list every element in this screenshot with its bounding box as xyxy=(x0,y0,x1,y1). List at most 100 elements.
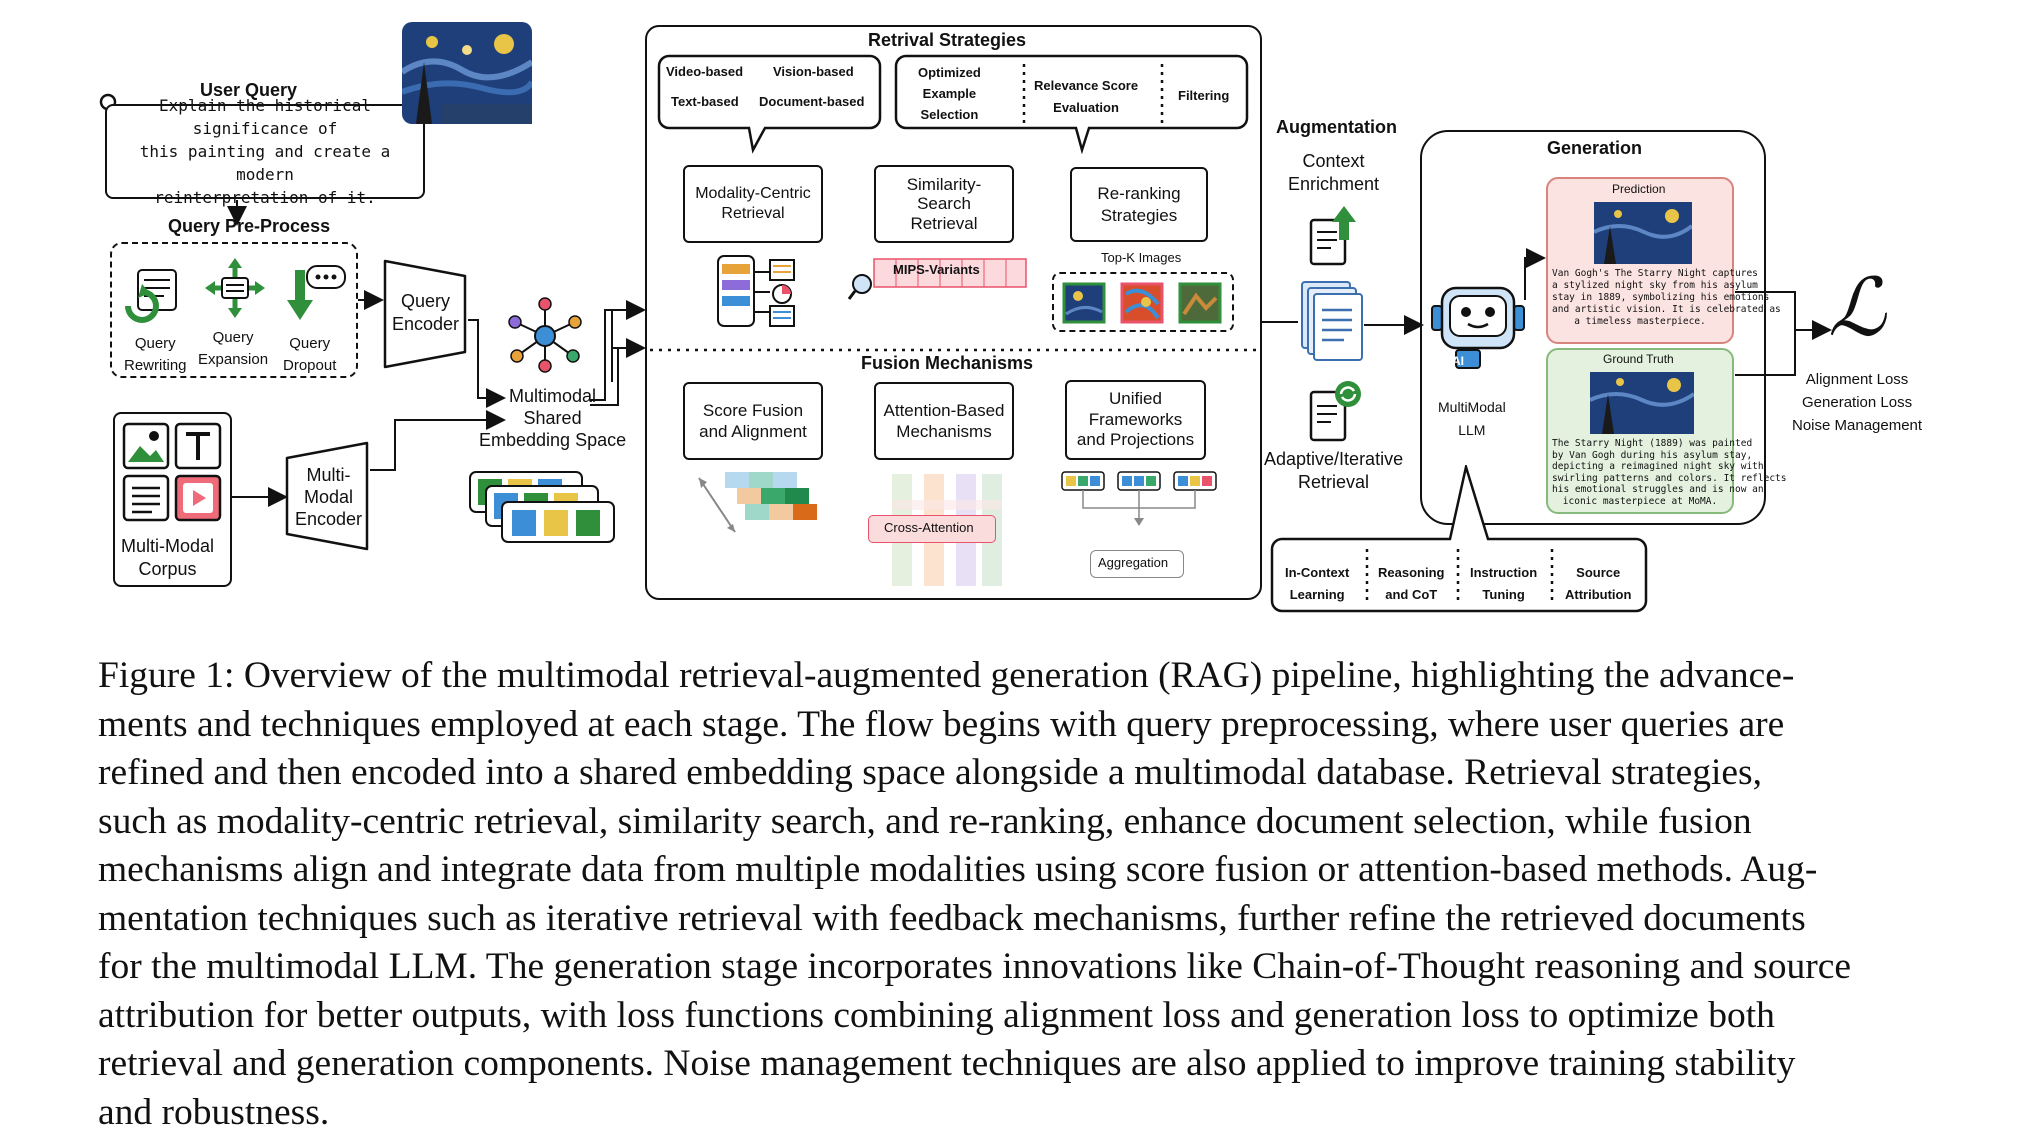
expansion-line-1: Query xyxy=(198,327,268,349)
caption-line-4: such as modality-centric retrieval, simi… xyxy=(98,798,1938,847)
prediction-painting xyxy=(1594,202,1692,264)
selection-relevance: Relevance Score Evaluation xyxy=(1034,75,1138,119)
network-icon xyxy=(503,296,587,374)
context-line-1: Context xyxy=(1288,150,1379,173)
prediction-line-2: a stylized night sky from his asylum xyxy=(1552,280,1728,292)
prediction-line-3: stay in 1889, symbolizing his emotions xyxy=(1552,292,1728,304)
unified-line-1: Unified xyxy=(1109,389,1162,409)
reranking-line-2: Strategies xyxy=(1101,205,1178,226)
caption-line-10: and robustness. xyxy=(98,1089,1938,1137)
documents-icon xyxy=(1300,280,1366,364)
fusion-title: Fusion Mechanisms xyxy=(861,353,1033,375)
score-fusion-graphic xyxy=(695,470,840,540)
source-line-2: Attribution xyxy=(1565,584,1631,606)
context-line-2: Enrichment xyxy=(1288,173,1379,196)
technique-source: Source Attribution xyxy=(1565,562,1631,606)
cross-attention-label: Cross-Attention xyxy=(884,520,974,536)
prediction-line-5: a timeless masterpiece. xyxy=(1552,316,1728,328)
modality-vision: Vision-based xyxy=(773,64,854,80)
rag-pipeline-diagram: User Query Explain the historical signif… xyxy=(0,0,2037,620)
instruction-line-2: Tuning xyxy=(1470,584,1537,606)
preprocess-title: Query Pre-Process xyxy=(168,216,330,238)
caption-line-5: mechanisms align and integrate data from… xyxy=(98,846,1938,895)
topk-label: Top-K Images xyxy=(1101,250,1181,266)
mm-encoder-line-1: Multi- xyxy=(295,464,362,486)
llm-line-1: MultiModal xyxy=(1438,396,1506,419)
embedding-line-3: Embedding Space xyxy=(479,429,626,451)
modality-centric-line-1: Modality-Centric xyxy=(695,184,811,204)
aggregation-graphic xyxy=(1060,470,1220,560)
user-query-line-2: this painting and create a modern xyxy=(107,140,423,186)
mm-encoder-label: Multi- Modal Encoder xyxy=(295,464,362,530)
dropout-line-1: Query xyxy=(283,333,336,355)
prediction-line-1: Van Gogh's The Starry Night captures xyxy=(1552,268,1728,280)
optimized-line-2: Example xyxy=(918,83,981,104)
embedding-line-2: Shared xyxy=(479,407,626,429)
dropout-line-2: Dropout xyxy=(283,355,336,377)
embedding-stack-icon xyxy=(468,470,620,548)
score-fusion-line-1: Score Fusion xyxy=(703,400,803,421)
similarity-line-2: Search xyxy=(917,194,971,214)
relevance-line-2: Evaluation xyxy=(1034,97,1138,119)
selection-filtering: Filtering xyxy=(1178,88,1229,104)
modality-centric-line-2: Retrieval xyxy=(721,204,784,224)
mips-label: MIPS-Variants xyxy=(893,262,980,278)
preprocess-item-expansion: Query Expansion xyxy=(198,327,268,371)
modality-routing-icon xyxy=(712,252,798,330)
context-enrichment-label: Context Enrichment xyxy=(1288,150,1379,196)
technique-in-context: In-Context Learning xyxy=(1285,562,1349,606)
aggregation-label: Aggregation xyxy=(1098,555,1168,571)
generation-loss-label: Generation Loss xyxy=(1792,391,1922,414)
attention-line-2: Mechanisms xyxy=(896,421,991,442)
query-encoder-label: Query Encoder xyxy=(392,290,459,336)
caption-line-1: Figure 1: Overview of the multimodal ret… xyxy=(98,652,1938,701)
retrieval-title: Retrival Strategies xyxy=(868,30,1026,52)
modality-document: Document-based xyxy=(759,94,864,110)
user-query-line-1: Explain the historical significance of xyxy=(107,94,423,140)
embedding-line-1: Multimodal xyxy=(479,385,626,407)
technique-instruction: Instruction Tuning xyxy=(1470,562,1537,606)
similarity-line-1: Similarity- xyxy=(907,175,982,195)
reasoning-line-2: and CoT xyxy=(1378,584,1444,606)
noise-management-label: Noise Management xyxy=(1792,414,1922,437)
technique-reasoning: Reasoning and CoT xyxy=(1378,562,1444,606)
augmentation-title: Augmentation xyxy=(1276,117,1397,139)
loss-labels: Alignment Loss Generation Loss Noise Man… xyxy=(1792,368,1922,437)
user-query-line-3: reinterpretation of it. xyxy=(154,186,376,209)
prediction-title: Prediction xyxy=(1612,182,1665,196)
score-fusion-line-2: and Alignment xyxy=(699,421,807,442)
query-encoder-line-1: Query xyxy=(392,290,459,313)
modality-centric-box: Modality-Centric Retrieval xyxy=(683,165,823,243)
source-line-1: Source xyxy=(1565,562,1631,584)
caption-line-6: mentation techniques such as iterative r… xyxy=(98,895,1938,944)
similarity-line-3: Retrieval xyxy=(910,214,977,234)
corpus-icons xyxy=(120,420,225,524)
caption-line-2: ments and techniques employed at each st… xyxy=(98,701,1938,750)
score-fusion-box: Score Fusion and Alignment xyxy=(683,382,823,460)
instruction-line-1: Instruction xyxy=(1470,562,1537,584)
modality-text: Text-based xyxy=(671,94,739,110)
reranking-box: Re-ranking Strategies xyxy=(1070,167,1208,242)
unified-line-2: Frameworks xyxy=(1089,410,1183,430)
mm-encoder-line-3: Encoder xyxy=(295,508,362,530)
multimodal-llm-label: MultiModal LLM xyxy=(1438,396,1506,442)
prediction-line-4: and artistic vision. It is celebrated as xyxy=(1552,304,1728,316)
starry-night-painting xyxy=(402,22,532,124)
dropout-icon xyxy=(287,262,357,324)
selection-optimized: Optimized Example Selection xyxy=(918,62,981,125)
modality-video: Video-based xyxy=(666,64,743,80)
caption-line-3: refined and then encoded into a shared e… xyxy=(98,749,1938,798)
caption-line-7: for the multimodal LLM. The generation s… xyxy=(98,943,1938,992)
rewriting-line-2: Rewriting xyxy=(124,355,187,377)
robot-ai-badge: AI xyxy=(1452,354,1464,368)
unified-line-3: and Projections xyxy=(1077,430,1194,450)
user-query-box: Explain the historical significance of t… xyxy=(105,104,425,199)
unified-box: Unified Frameworks and Projections xyxy=(1065,380,1206,460)
in-context-line-1: In-Context xyxy=(1285,562,1349,584)
truth-line-1: The Starry Night (1889) was painted xyxy=(1552,438,1728,450)
corpus-line-2: Corpus xyxy=(121,558,214,581)
ground-truth-painting xyxy=(1590,372,1694,434)
figure-caption: Figure 1: Overview of the multimodal ret… xyxy=(98,652,1938,1137)
rewriting-line-1: Query xyxy=(124,333,187,355)
corpus-label: Multi-Modal Corpus xyxy=(121,535,214,581)
